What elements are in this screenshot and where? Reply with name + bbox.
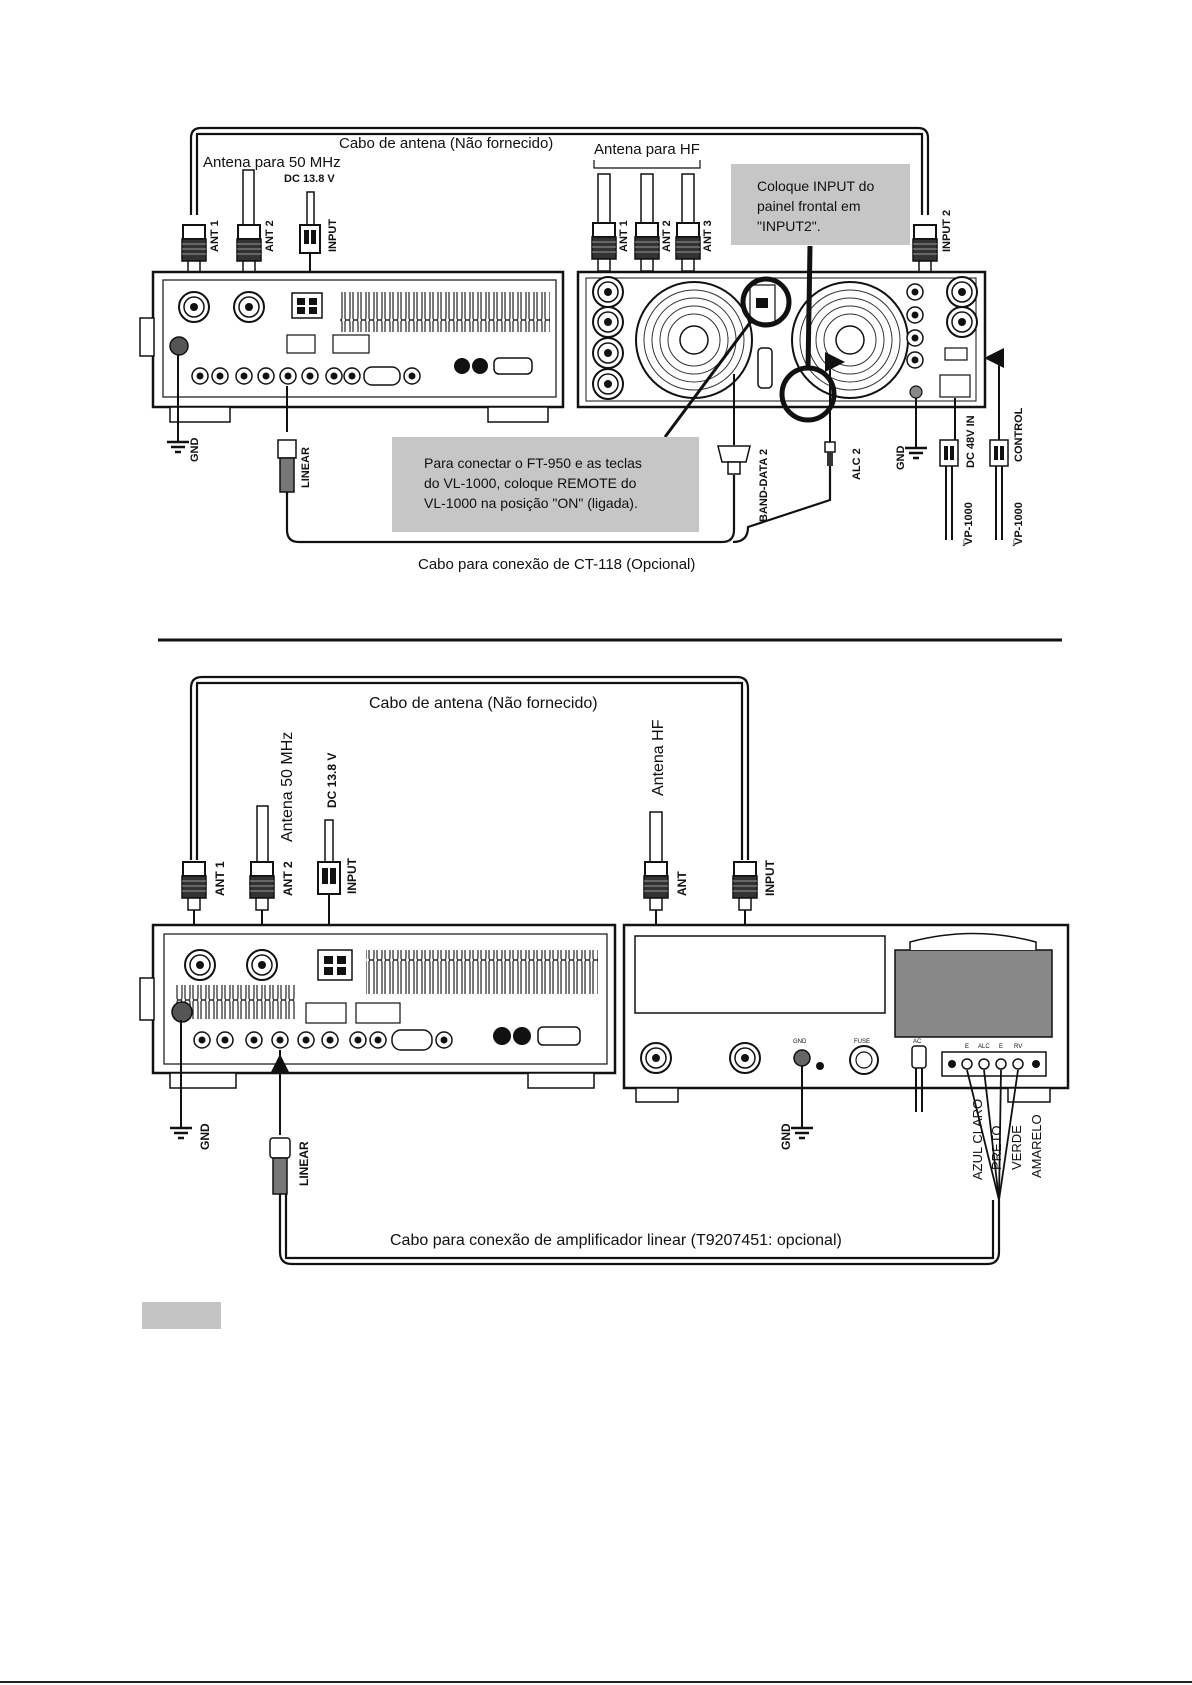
- bottom-panel-alc: ALC: [978, 1044, 990, 1050]
- wire-azul-claro-label: AZUL CLARO: [970, 1099, 985, 1180]
- note-input2-line3: "INPUT2".: [757, 218, 821, 234]
- bottom-antenna-hf-label: Antena HF: [650, 719, 667, 796]
- top-band-data-label: BAND-DATA 2: [758, 449, 770, 522]
- bottom-panel-e1: E: [965, 1044, 969, 1050]
- wire-preto-label: PRETO: [989, 1125, 1004, 1170]
- top-gnd2-label: GND: [895, 446, 907, 471]
- top-note-remote: [392, 437, 699, 532]
- bottom-antenna-cable: [189, 675, 750, 860]
- top-antenna-cable-label: Cabo de antena (Não fornecido): [339, 135, 553, 152]
- bottom-gnd-label: GND: [198, 1123, 212, 1150]
- bottom-transceiver-rear-panel: [139, 923, 617, 1089]
- bottom-linear-label: LINEAR: [297, 1141, 311, 1186]
- svg-text:↓: ↓: [1011, 535, 1017, 549]
- note-input2-line2: painel frontal em: [757, 198, 861, 214]
- wire-amarelo-label: AMARELO: [1029, 1114, 1044, 1178]
- top-antenna-cable: [189, 126, 930, 215]
- wire-verde-label: VERDE: [1009, 1125, 1024, 1170]
- top-linear-label: LINEAR: [300, 447, 312, 488]
- note-remote-line2: do VL-1000, coloque REMOTE do: [424, 475, 637, 491]
- top-ant1-label: ANT 1: [209, 220, 221, 252]
- bottom-linear-cable: [278, 1194, 1001, 1266]
- bottom-antenna-50-label: Antena 50 MHz: [279, 732, 296, 842]
- top-antenna-50-label: Antena para 50 MHz: [203, 154, 341, 171]
- top-antenna-hf-label: Antena para HF: [594, 141, 700, 158]
- bottom-panel-gnd: GND: [793, 1039, 807, 1045]
- bottom-panel-e2: E: [999, 1044, 1003, 1050]
- bottom-amplifier-rear-panel: GND FUSE AC E ALC E RV: [622, 923, 1070, 1103]
- bottom-gnd2-label: GND: [779, 1123, 793, 1150]
- top-dc48-label: DC 48V IN: [965, 415, 977, 468]
- top-control-label: CONTROL: [1013, 407, 1025, 462]
- top-input-label: INPUT: [327, 219, 339, 252]
- bottom-input-label: INPUT: [345, 857, 359, 894]
- bottom-linear-cable-label: Cabo para conexão de amplificador linear…: [390, 1232, 842, 1249]
- note-remote-line3: VL-1000 na posição "ON" (ligada).: [424, 495, 638, 511]
- top-diagram: Cabo de antena (Não fornecido) Antena pa…: [139, 126, 1025, 573]
- bottom-antenna-cable-label: Cabo de antena (Não fornecido): [369, 695, 598, 712]
- bottom-panel-ac: AC: [913, 1039, 922, 1045]
- top-note-input2: [731, 164, 910, 245]
- bottom-panel-fuse: FUSE: [854, 1039, 870, 1045]
- top-vp1000-1-label: VP-1000: [963, 502, 975, 545]
- bottom-diagram: Cabo de antena (Não fornecido) ANT 1 ANT…: [139, 675, 1070, 1266]
- footer-rule: [0, 1681, 1192, 1683]
- top-hf-ant2-label: ANT 2: [661, 220, 673, 252]
- top-hf-ant3-label: ANT 3: [702, 220, 714, 252]
- bottom-panel-rv: RV: [1014, 1044, 1022, 1050]
- top-ct118-cable-label: Cabo para conexão de CT-118 (Opcional): [418, 556, 695, 573]
- top-alc2-label: ALC 2: [851, 448, 863, 480]
- top-ct118-cable: [285, 475, 736, 544]
- top-input2-label: INPUT 2: [941, 210, 953, 252]
- top-ant2-label: ANT 2: [264, 220, 276, 252]
- top-vp1000-2-label: VP-1000: [1013, 502, 1025, 545]
- bottom-ant2-label: ANT 2: [281, 861, 295, 896]
- top-transceiver-rear-panel: [139, 270, 565, 423]
- top-dc-label: DC 13.8 V: [284, 173, 335, 185]
- section-tag: [142, 1302, 221, 1329]
- note-remote-line1: Para conectar o FT-950 e as teclas: [424, 455, 642, 471]
- bottom-ant1-label: ANT 1: [213, 861, 227, 896]
- bottom-dc-label: DC 13.8 V: [325, 753, 339, 808]
- bottom-amp-input-label: INPUT: [763, 859, 777, 896]
- svg-text:Para conectar o FT-950 e as te: Para conectar o FT-950 e as teclas do VL…: [424, 455, 646, 511]
- svg-text:↓: ↓: [961, 535, 967, 549]
- top-hf-ant1-label: ANT 1: [618, 220, 630, 252]
- bottom-amp-ant-label: ANT: [675, 871, 689, 896]
- top-gnd-label: GND: [189, 438, 201, 463]
- svg-text:Coloque INPUT do painel: Coloque INPUT do painel frontal em "INPU…: [757, 178, 878, 234]
- note-input2-line1: Coloque INPUT do: [757, 178, 874, 194]
